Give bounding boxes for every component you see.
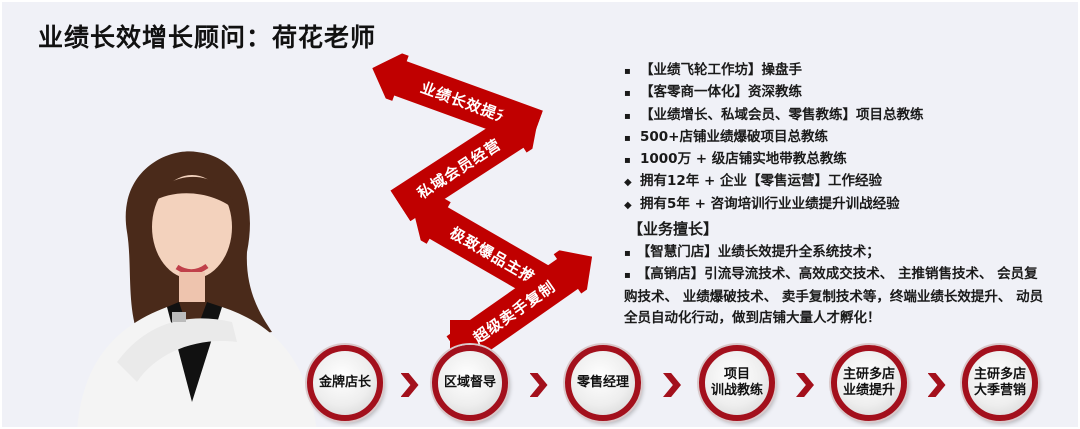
bullet-icon: ▪ [624,155,631,167]
career-step: 主研多店大季营销 [962,345,1038,421]
career-step-line1: 区域督导 [443,375,496,390]
credential-text: 拥有12年 + 企业【零售运营】工作经验 [640,173,882,190]
stair-arrow-label: 极致爆品主推 [446,223,540,287]
career-step-line2: 业绩提升 [842,383,895,398]
bullet-icon: ▪ [624,88,631,100]
skill-text: 【高销店】引流导流技术、高效成交技术、 主推销售技术、 会员复购技术、 业绩爆破… [624,266,1044,326]
career-step-line2: 训战教练 [710,383,763,398]
skill-text: 【智慧门店】业绩长效提升全系统技术； [636,243,880,260]
credential-text: 500+店铺业绩爆破项目总教练 [640,128,828,145]
credential-item: ▪ 【客零商一体化】资深教练 [624,82,924,104]
skill-item: ▪【高销店】引流导流技术、高效成交技术、 主推销售技术、 会员复购技术、 业绩爆… [624,264,1044,330]
career-step: 主研多店业绩提升 [831,345,907,421]
career-step-line1: 零售经理 [576,375,629,390]
chevron-right-icon [796,373,814,397]
credential-item: ◆ 拥有5年 + 咨询培训行业业绩提升训战经验 [624,194,924,216]
credential-item: ◆ 拥有12年 + 企业【零售运营】工作经验 [624,171,924,193]
career-step-line2: 大季营销 [973,383,1026,398]
bullet-icon: ▪ [624,66,631,77]
career-step-line1: 主研多店 [973,367,1026,382]
bullet-icon: ▪ [624,110,631,122]
page-title: 业绩长效增长顾问：荷花老师 [38,23,377,52]
career-step-line1: 主研多店 [842,367,895,382]
credential-item: ▪ 【业绩增长、私域会员、零售教练】项目总教练 [624,105,924,127]
credential-text: 拥有5年 + 咨询培训行业业绩提升训战经验 [640,195,900,212]
stair-arrow-label: 私域会员经营 [413,134,505,203]
career-step: 项目训战教练 [699,345,775,421]
skills-heading: 【业务擅长】 [628,220,719,238]
credentials-list: ▪ 【业绩飞轮工作坊】操盘手 ▪ 【客零商一体化】资深教练 ▪ 【业绩增长、私域会员、零售… [624,60,924,216]
career-step: 区域督导 [432,345,508,421]
chevron-right-icon [663,373,681,397]
credential-text: 【客零商一体化】资深教练 [640,84,802,101]
bullet-icon: ◆ [624,199,632,211]
career-step: 金牌店长 [307,345,383,421]
bullet-icon: ▪ [624,270,631,281]
bullet-icon: ▪ [624,132,631,144]
career-step-line1: 金牌店长 [318,375,371,390]
bullet-icon: ▪ [624,247,631,259]
credential-text: 【业绩增长、私域会员、零售教练】项目总教练 [640,106,924,123]
chevron-right-icon [400,373,419,397]
skill-item: ▪ 【智慧门店】业绩长效提升全系统技术； [624,242,1044,265]
chevron-right-icon [927,373,946,397]
credential-text: 1000万 + 级店铺实地带教总教练 [640,151,847,168]
portrait-photo [77,151,317,427]
credential-item: ▪ 500+店铺业绩爆破项目总教练 [624,127,924,149]
career-step-line1: 项目 [723,367,750,382]
credential-text: 【业绩飞轮工作坊】操盘手 [640,62,802,78]
chevron-right-icon [529,373,548,397]
bullet-icon: ◆ [624,177,632,189]
skills-section: 【业务擅长】 ▪【智慧门店】业绩长效提升全系统技术； ▪【高销店】引流导流技术、… [624,219,1044,330]
career-step: 零售经理 [565,345,641,421]
credential-item: ▪ 【业绩飞轮工作坊】操盘手 [624,60,924,82]
credential-item: ▪ 1000万 + 级店铺实地带教总教练 [624,149,924,171]
